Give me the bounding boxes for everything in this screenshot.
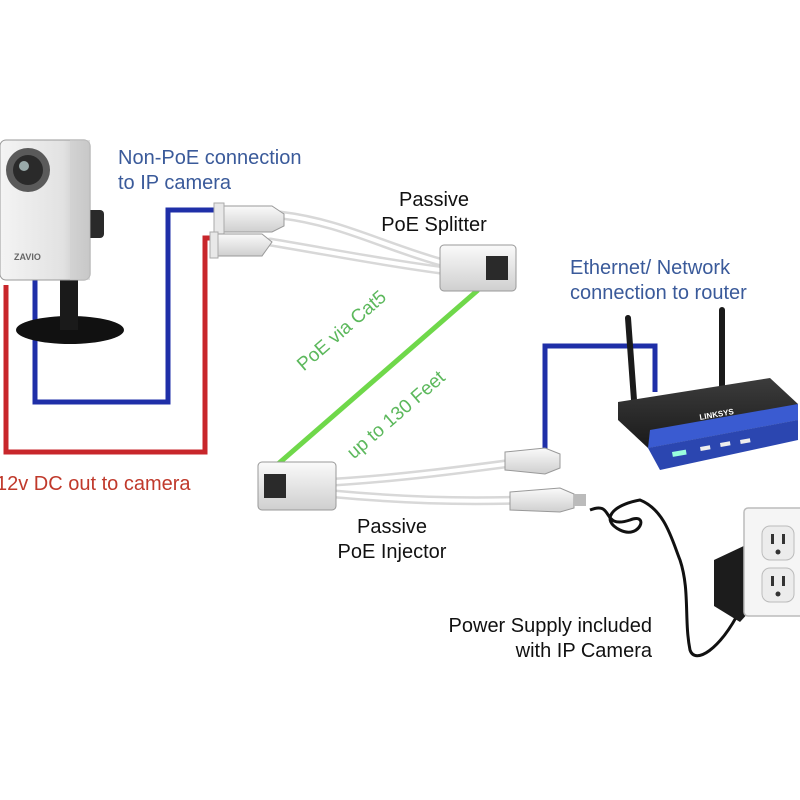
splitter-label: Passive PoE Splitter (364, 188, 504, 238)
splitter-label-line2: PoE Splitter (381, 214, 487, 236)
camera-brand: ZAVIO (14, 252, 41, 262)
injector-label: Passive PoE Injector (322, 515, 462, 565)
ethernet-label-line2: connection to router (570, 282, 747, 304)
green-poe-link (276, 288, 480, 466)
non-poe-label-line2: to IP camera (118, 172, 232, 194)
ip-camera-icon: ZAVIO (0, 139, 124, 344)
poe-injector-icon (257, 447, 586, 513)
blue-wire-camera (32, 207, 215, 405)
blue-wire-router (542, 343, 658, 452)
splitter-label-line1: Passive (398, 189, 470, 211)
router-icon: LINKSYS (618, 307, 798, 470)
ethernet-label-line1: Ethernet/ Network (570, 257, 731, 279)
injector-label-line1: Passive (356, 516, 428, 538)
red-wire-camera (3, 235, 215, 455)
poe-splitter-icon (209, 202, 517, 292)
ethernet-label: Ethernet/ Network connection to router (570, 256, 747, 306)
injector-label-line2: PoE Injector (337, 541, 447, 563)
wall-outlet-icon (743, 507, 800, 617)
power-supply-label-line1: Power Supply included (448, 615, 652, 637)
dc-out-label: 12v DC out to camera (0, 473, 191, 495)
non-poe-label: Non-PoE connection to IP camera (118, 146, 301, 196)
non-poe-label-line1: Non-PoE connection (118, 147, 302, 169)
power-supply-label-line2: with IP Camera (515, 640, 652, 662)
power-supply-label: Power Supply included with IP Camera (400, 614, 652, 664)
